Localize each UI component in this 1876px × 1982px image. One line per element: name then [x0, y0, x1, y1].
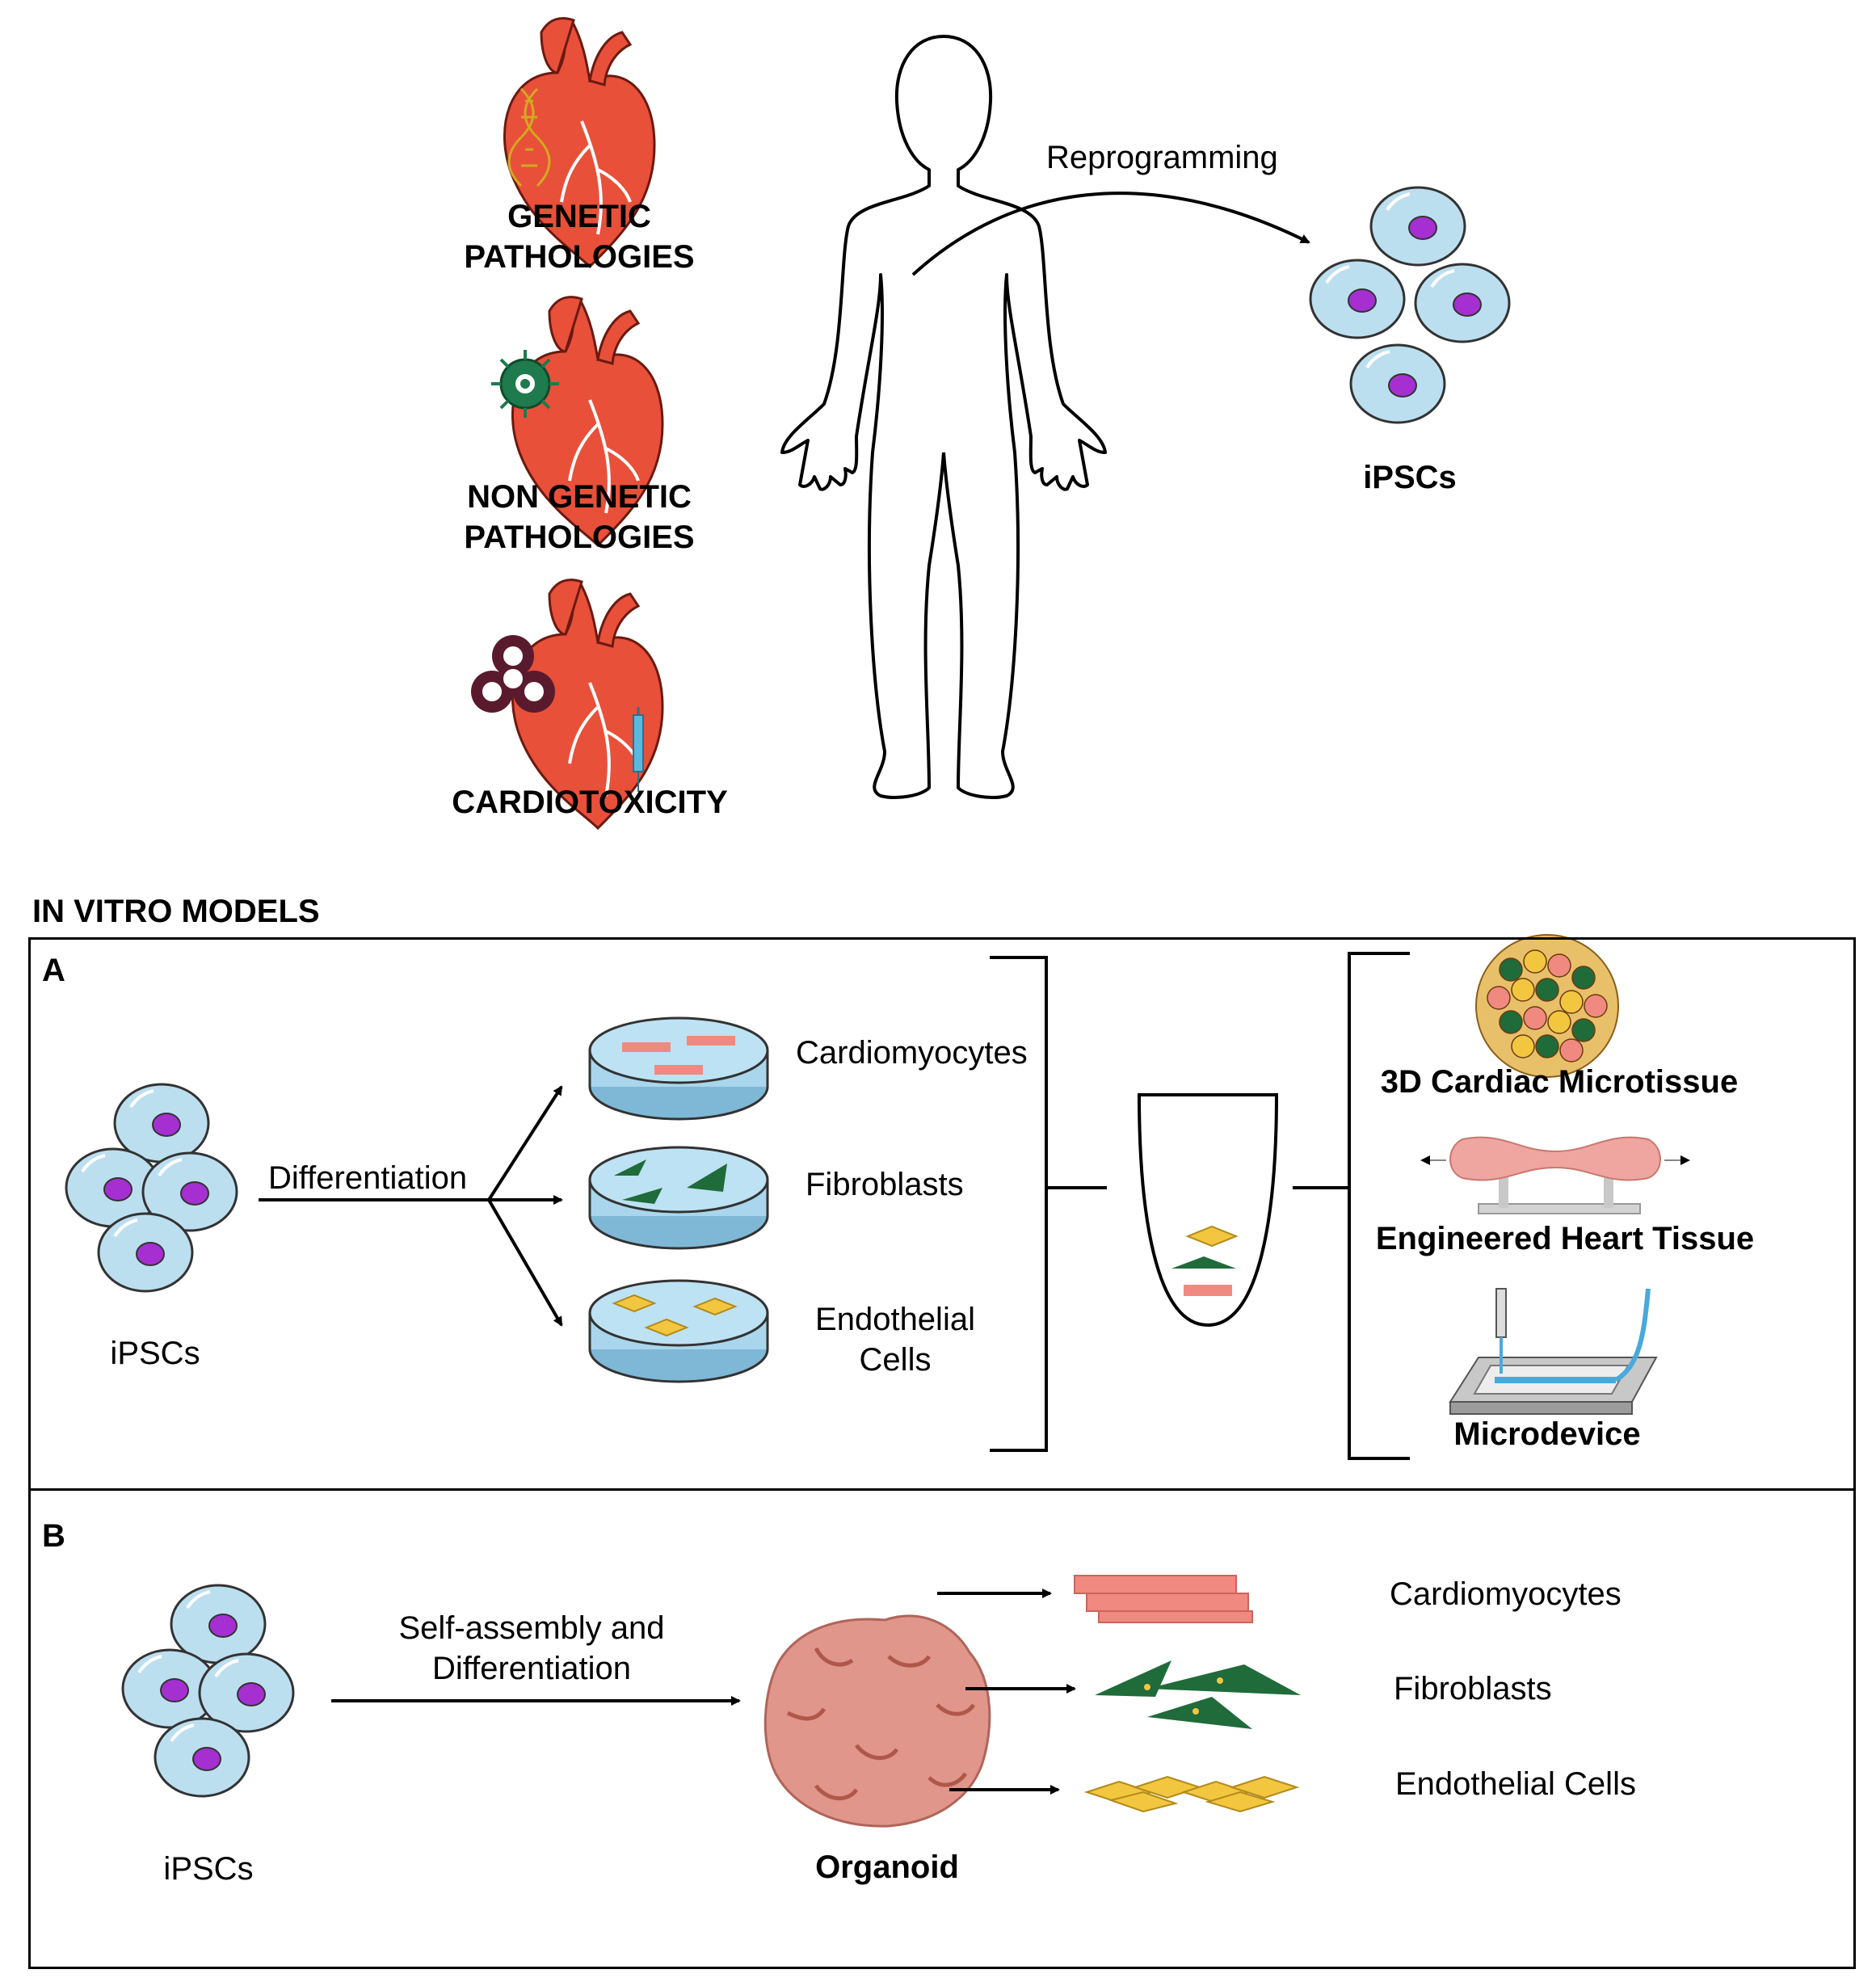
human-body-icon	[780, 35, 1107, 799]
dish-fibroblasts	[588, 1146, 769, 1250]
endothelial-cluster-icon	[1083, 1775, 1300, 1813]
heart-cardiotoxicity-icon	[471, 578, 664, 830]
reprogramming-arrow	[911, 191, 1310, 276]
endothelial-label-a-line2: Cells	[859, 1342, 932, 1378]
panel-a-ipscs-label: iPSCs	[110, 1336, 200, 1371]
organoid-icon	[763, 1614, 991, 1828]
fibroblasts-cluster-icon	[1095, 1660, 1301, 1729]
non-genetic-label-line1: NON GENETIC	[467, 479, 692, 515]
microdevice-icon	[1449, 1288, 1658, 1415]
engineered-heart-tissue-icon	[1420, 1136, 1690, 1214]
genetic-label-line1: GENETIC	[507, 199, 651, 234]
heart-genetic-icon	[503, 16, 656, 268]
microtissue-icon	[1475, 934, 1619, 1078]
self-assembly-label-line2: Differentiation	[431, 1651, 632, 1686]
genetic-label-line2: PATHOLOGIES	[464, 239, 695, 275]
panel-a-letter: A	[42, 953, 65, 988]
reprogramming-label: Reprogramming	[1046, 140, 1278, 175]
bracket-right	[1293, 952, 1410, 1460]
panel-b-ipscs-label: iPSCs	[163, 1851, 254, 1887]
organoid-label: Organoid	[815, 1849, 959, 1885]
eht-label: Engineered Heart Tissue	[1375, 1221, 1755, 1256]
cardiomyocytes-strip-icon	[1074, 1575, 1253, 1623]
endothelial-label-a-line1: Endothelial	[815, 1302, 975, 1337]
dish-endothelial	[588, 1279, 769, 1383]
differentiation-label: Differentiation	[268, 1160, 468, 1196]
heart-non-genetic-icon	[491, 295, 664, 547]
fibroblasts-label-b: Fibroblasts	[1394, 1671, 1552, 1706]
ipscs-top-label: iPSCs	[1363, 460, 1457, 495]
microtissue-label: 3D Cardiac Microtissue	[1380, 1064, 1739, 1100]
panel-b-letter: B	[42, 1518, 65, 1554]
cardiotoxicity-label: CARDIOTOXICITY	[452, 785, 728, 820]
section-title: IN VITRO MODELS	[32, 894, 320, 929]
branch-arrows	[487, 1085, 563, 1327]
endothelial-label-b: Endothelial Cells	[1395, 1766, 1636, 1802]
organoid-output-arrows	[937, 1589, 1076, 1795]
microdevice-label: Microdevice	[1453, 1416, 1641, 1452]
panel-a	[28, 937, 1856, 1491]
dish-cardiomyocytes	[588, 1016, 769, 1121]
culture-tube-icon	[1137, 1093, 1279, 1328]
fibroblasts-label-a: Fibroblasts	[806, 1167, 964, 1202]
non-genetic-label-line2: PATHOLOGIES	[464, 520, 695, 555]
bracket-left	[990, 956, 1107, 1452]
self-assembly-label-line1: Self-assembly and	[398, 1610, 665, 1646]
panel-b	[28, 1488, 1856, 1969]
cardiomyocytes-label-b: Cardiomyocytes	[1390, 1576, 1622, 1612]
cardiomyocytes-label-a: Cardiomyocytes	[796, 1035, 1028, 1071]
ipsc-cluster-top	[1309, 186, 1511, 424]
